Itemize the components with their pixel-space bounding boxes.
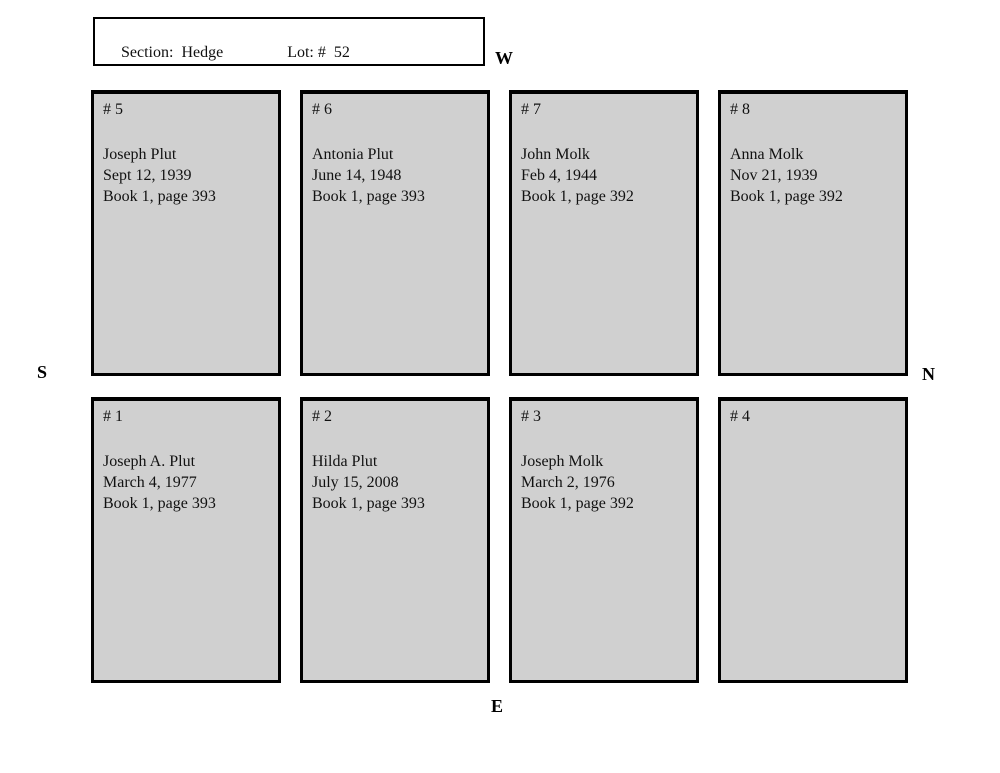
plot-book-ref: Book 1, page 393 xyxy=(312,495,425,512)
plot-name: Joseph A. Plut xyxy=(103,453,196,470)
plot-info: Antonia Plut June 14, 1948 Book 1, page … xyxy=(312,144,478,207)
lot-label: Lot: # 52 xyxy=(287,44,350,61)
plot-2: # 2 Hilda Plut July 15, 2008 Book 1, pag… xyxy=(300,397,490,683)
compass-north-label: N xyxy=(922,364,935,384)
plot-info: Anna Molk Nov 21, 1939 Book 1, page 392 xyxy=(730,144,896,207)
plot-number: # 4 xyxy=(730,408,750,425)
plot-name: Hilda Plut xyxy=(312,453,378,470)
plot-date: Feb 4, 1944 xyxy=(521,167,597,184)
section-label: Section: Hedge xyxy=(121,44,224,61)
plot-date: March 4, 1977 xyxy=(103,474,197,491)
plot-book-ref: Book 1, page 392 xyxy=(521,495,634,512)
plot-name: Anna Molk xyxy=(730,146,804,163)
plot-name: Joseph Molk xyxy=(521,453,604,470)
plot-info: Hilda Plut July 15, 2008 Book 1, page 39… xyxy=(312,451,478,514)
plot-7: # 7 John Molk Feb 4, 1944 Book 1, page 3… xyxy=(509,90,699,376)
plot-info: Joseph Plut Sept 12, 1939 Book 1, page 3… xyxy=(103,144,269,207)
compass-east-label: E xyxy=(491,696,504,716)
plot-number: # 2 xyxy=(312,408,332,425)
plot-date: March 2, 1976 xyxy=(521,474,615,491)
plot-1: # 1 Joseph A. Plut March 4, 1977 Book 1,… xyxy=(91,397,281,683)
plot-date: June 14, 1948 xyxy=(312,167,402,184)
plot-number: # 1 xyxy=(103,408,123,425)
plot-number: # 3 xyxy=(521,408,541,425)
plot-book-ref: Book 1, page 392 xyxy=(730,188,843,205)
plot-book-ref: Book 1, page 393 xyxy=(103,495,216,512)
plot-number: # 7 xyxy=(521,101,541,118)
plot-name: Joseph Plut xyxy=(103,146,177,163)
plot-8: # 8 Anna Molk Nov 21, 1939 Book 1, page … xyxy=(718,90,908,376)
plot-number: # 8 xyxy=(730,101,750,118)
plot-date: Sept 12, 1939 xyxy=(103,167,192,184)
plot-book-ref: Book 1, page 393 xyxy=(312,188,425,205)
plot-grid: # 5 Joseph Plut Sept 12, 1939 Book 1, pa… xyxy=(91,90,908,683)
compass-west-label: W xyxy=(495,48,513,68)
plot-4: # 4 xyxy=(718,397,908,683)
plot-number: # 6 xyxy=(312,101,332,118)
plot-number: # 5 xyxy=(103,101,123,118)
plot-name: John Molk xyxy=(521,146,590,163)
plot-date: Nov 21, 1939 xyxy=(730,167,818,184)
plot-3: # 3 Joseph Molk March 2, 1976 Book 1, pa… xyxy=(509,397,699,683)
plot-book-ref: Book 1, page 393 xyxy=(103,188,216,205)
plot-info: John Molk Feb 4, 1944 Book 1, page 392 xyxy=(521,144,687,207)
plot-6: # 6 Antonia Plut June 14, 1948 Book 1, p… xyxy=(300,90,490,376)
plot-book-ref: Book 1, page 392 xyxy=(521,188,634,205)
compass-south-label: S xyxy=(37,362,48,382)
plot-name: Antonia Plut xyxy=(312,146,394,163)
plot-5: # 5 Joseph Plut Sept 12, 1939 Book 1, pa… xyxy=(91,90,281,376)
plot-info: Joseph A. Plut March 4, 1977 Book 1, pag… xyxy=(103,451,269,514)
section-lot-header: Section: Hedge Lot: # 52 xyxy=(93,17,485,66)
plot-date: July 15, 2008 xyxy=(312,474,399,491)
plot-info: Joseph Molk March 2, 1976 Book 1, page 3… xyxy=(521,451,687,514)
